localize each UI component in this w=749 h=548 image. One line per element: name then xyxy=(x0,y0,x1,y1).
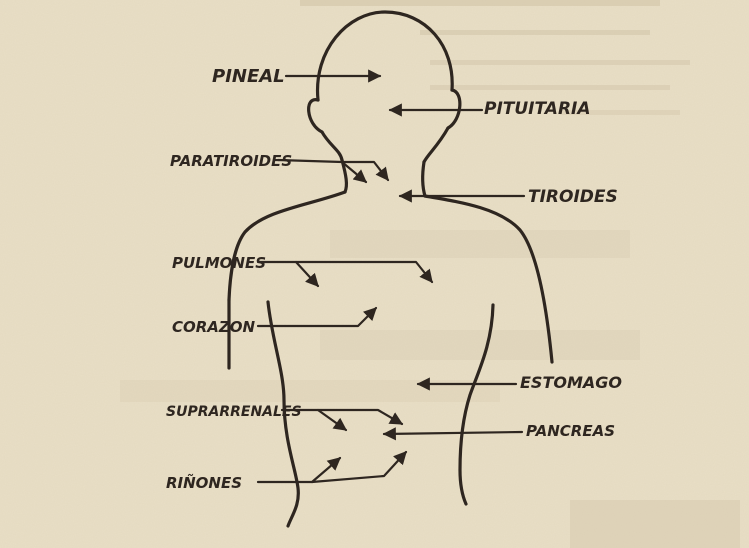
label-estomago: ESTOMAGO xyxy=(520,373,622,392)
label-rinones: RIÑONES xyxy=(166,473,242,492)
label-pituitaria: PITUITARIA xyxy=(484,99,591,119)
label-suprarrenales: SUPRARRENALES xyxy=(166,404,302,420)
label-paratiroides: PARATIROIDES xyxy=(170,152,292,170)
label-tiroides: TIROIDES xyxy=(528,187,618,207)
label-pineal: PINEAL xyxy=(212,66,285,87)
label-corazon: CORAZON xyxy=(172,318,256,336)
label-pancreas: PANCREAS xyxy=(526,422,615,440)
label-pulmones: PULMONES xyxy=(172,254,266,272)
